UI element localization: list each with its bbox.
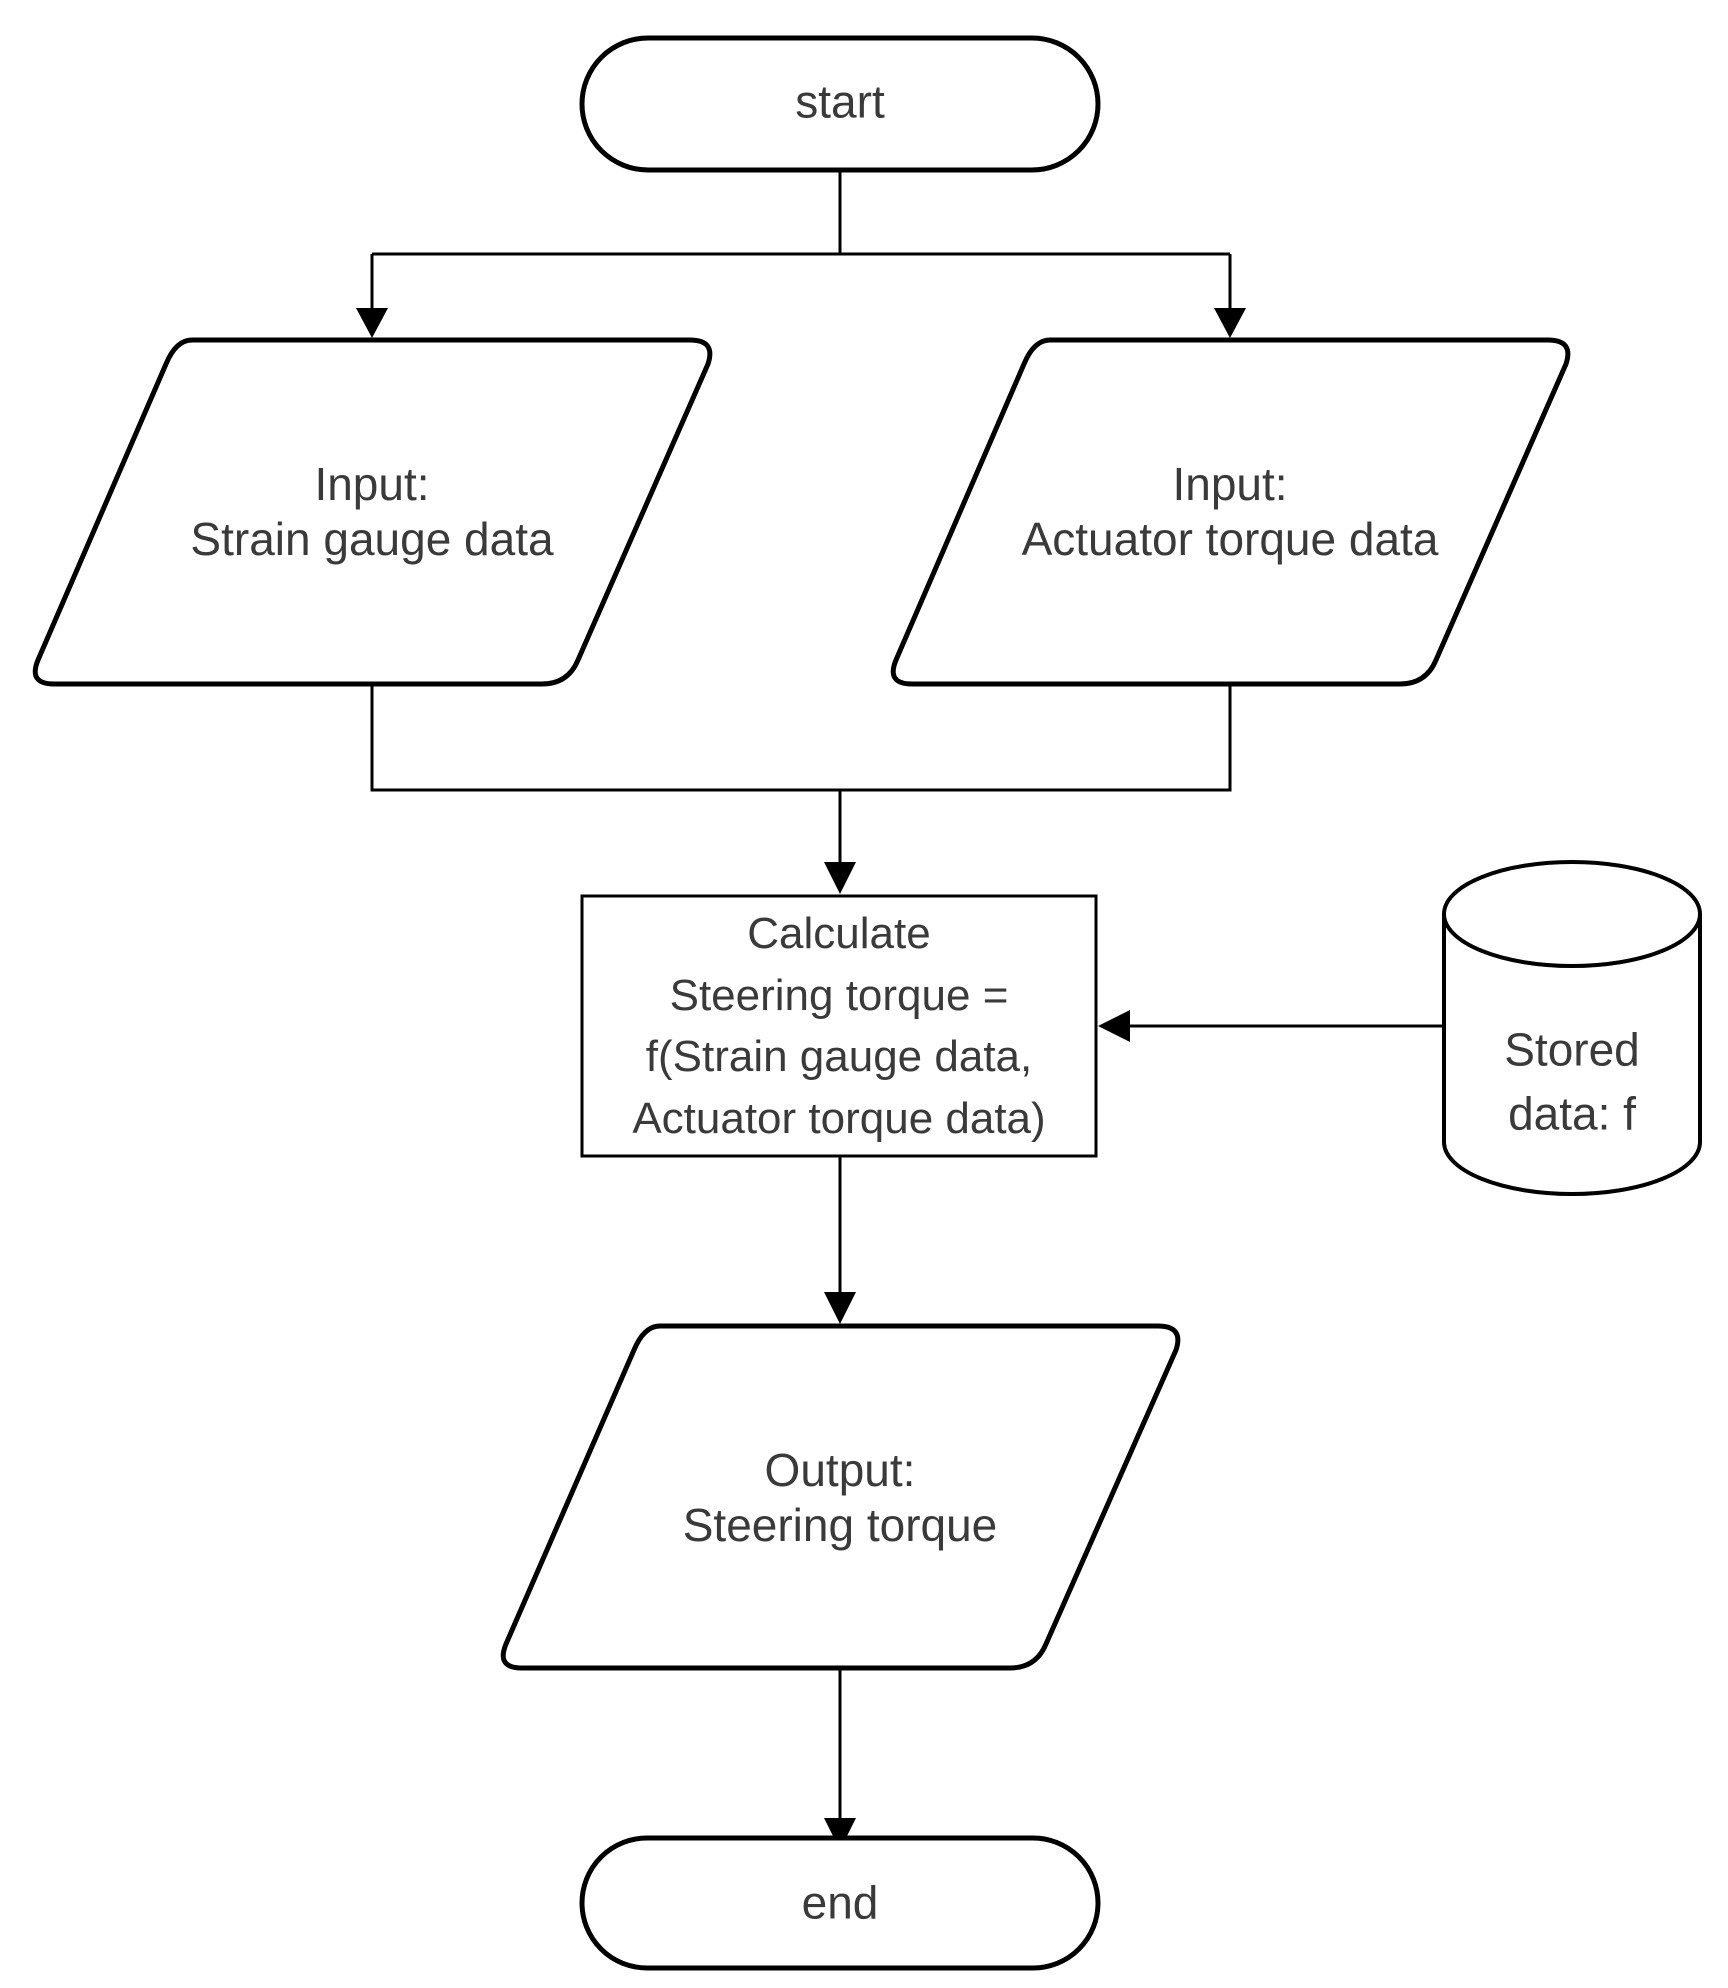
end-terminator [579, 1835, 1101, 1971]
stored-data-label: Stored data: f [1504, 1018, 1640, 1147]
edge-inputs-to-calculate [370, 684, 1232, 868]
output-label-line-2: Steering torque [682, 1499, 998, 1551]
actuator-input-label-line-2: Actuator torque data [1021, 513, 1439, 565]
stored-data-label-line-1: Stored [1504, 1023, 1640, 1076]
actuator-input-label: Input: Actuator torque data [1022, 457, 1439, 567]
actuator-input-parallelogram [890, 337, 1571, 687]
stored-data-cylinder [1442, 860, 1702, 1196]
arrowhead-to-end [824, 1818, 856, 1850]
calculate-label-line-2: Steering torque = [669, 970, 1009, 1020]
calculate-process-box [580, 894, 1098, 1158]
strain-input-label: Input: Strain gauge data [190, 457, 553, 567]
end-label: end [802, 1875, 879, 1930]
arrowhead-to-actuator-input [1214, 308, 1246, 338]
strain-input-label-line-1: Input: [314, 457, 430, 510]
output-label-line-1: Output: [764, 1443, 916, 1496]
arrowhead-to-calculate [824, 862, 856, 894]
arrowhead-from-stored [1098, 1010, 1130, 1042]
start-terminator [579, 35, 1101, 173]
edge-start-to-inputs [370, 170, 1232, 316]
stored-data-label-line-2: data: f [1508, 1088, 1636, 1140]
arrowhead-to-output [824, 1292, 856, 1324]
start-label: start [795, 74, 884, 129]
calculate-label: Calculate Steering torque = f(Strain gau… [632, 903, 1045, 1149]
nodes [32, 35, 1702, 1971]
strain-input-label-line-2: Strain gauge data [190, 513, 554, 565]
calculate-label-line-3: f(Strain gauge data, [645, 1032, 1033, 1081]
arrowhead-to-strain-input [356, 308, 388, 338]
end-label-line: end [801, 1876, 879, 1929]
calculate-label-line-4: Actuator torque data) [632, 1093, 1046, 1143]
edges [356, 170, 1444, 1850]
output-parallelogram [500, 1323, 1181, 1671]
actuator-input-label-line-1: Input: [1172, 457, 1288, 510]
strain-input-parallelogram [32, 337, 713, 687]
calculate-label-line-1: Calculate [747, 908, 931, 958]
output-label: Output: Steering torque [683, 1443, 998, 1553]
start-label-line: start [795, 75, 885, 128]
